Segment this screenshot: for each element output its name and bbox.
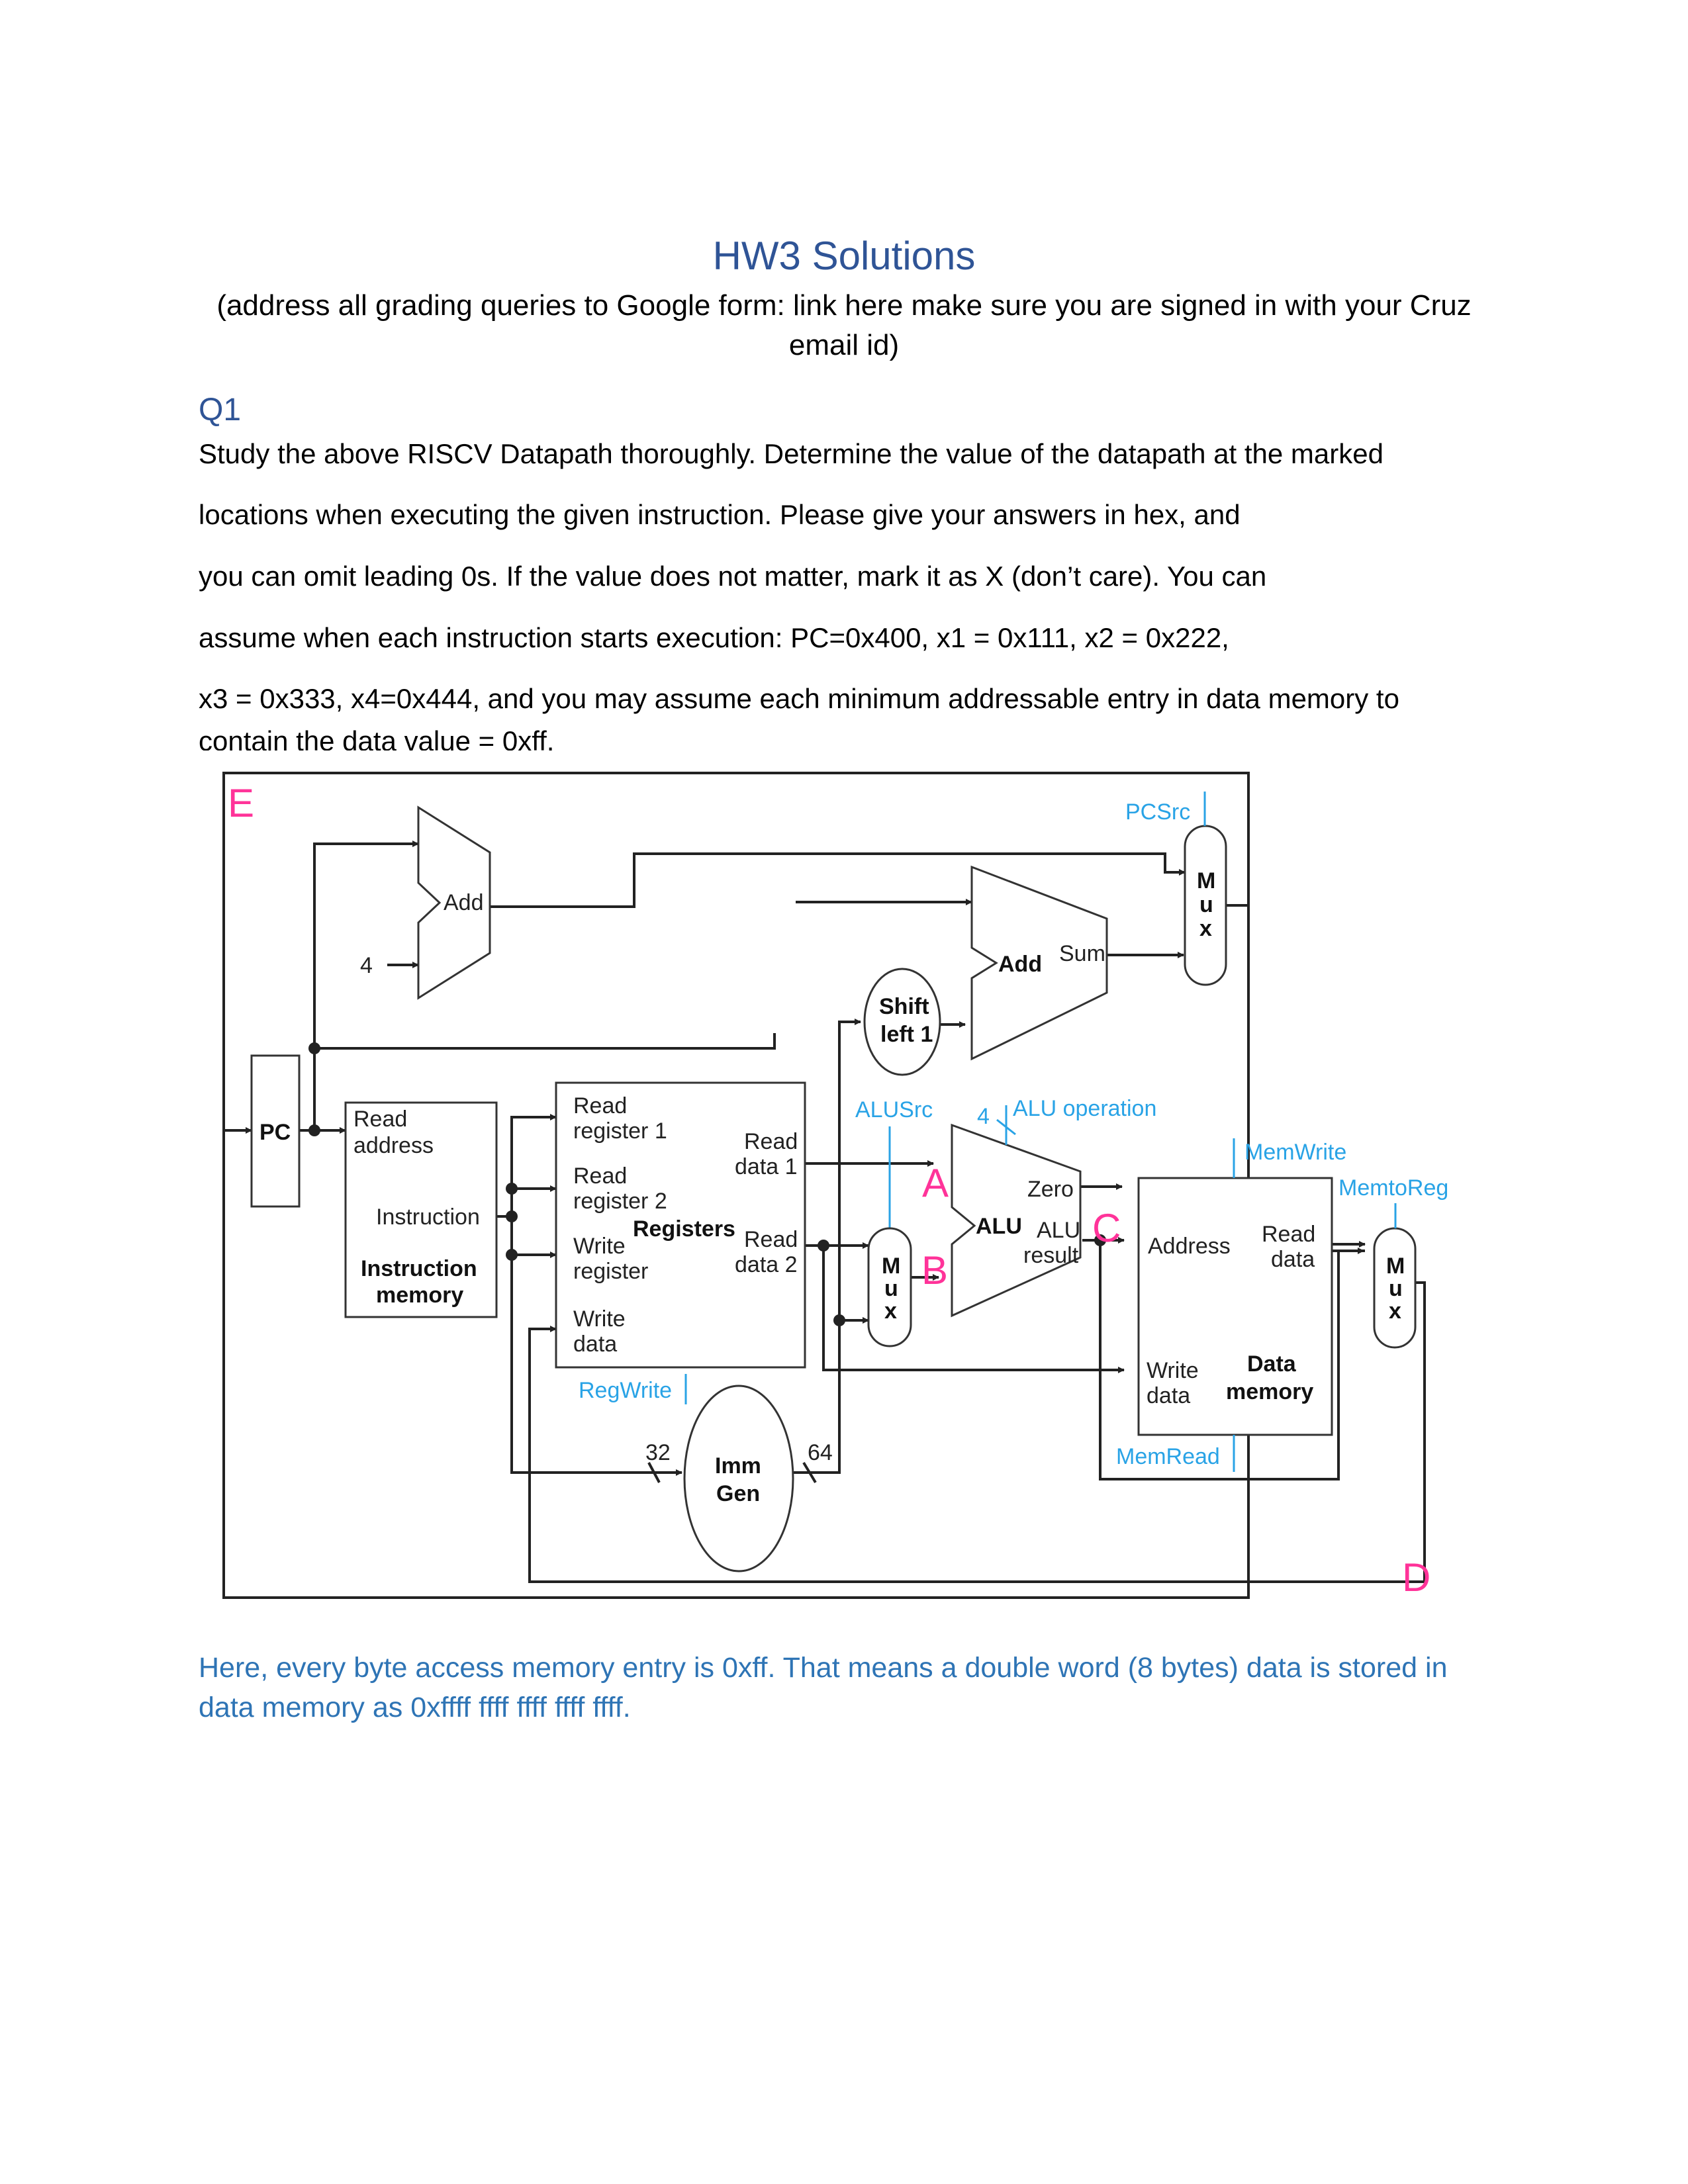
memwrite-signal: MemWrite	[1244, 1140, 1346, 1165]
svg-text:M: M	[1197, 868, 1215, 893]
question-line: you can omit leading 0s. If the value do…	[199, 561, 1267, 592]
svg-text:Read: Read	[573, 1163, 627, 1189]
memtoreg-signal: MemtoReg	[1338, 1175, 1448, 1201]
svg-text:Add: Add	[444, 890, 484, 915]
svg-text:Registers: Registers	[633, 1216, 735, 1242]
alu-operation-signal: ALU operation	[1013, 1096, 1156, 1121]
svg-text:Address: Address	[1148, 1234, 1231, 1259]
pcsrc-signal: PCSrc	[1125, 799, 1190, 825]
svg-text:data: data	[1147, 1383, 1190, 1408]
svg-text:Data: Data	[1247, 1351, 1297, 1377]
svg-text:result: result	[1023, 1243, 1079, 1268]
svg-text:64: 64	[808, 1440, 833, 1465]
svg-text:Read: Read	[744, 1129, 798, 1154]
svg-text:data: data	[573, 1332, 617, 1357]
svg-text:4: 4	[360, 953, 373, 978]
page-title: HW3 Solutions	[712, 234, 976, 278]
svg-text:Write: Write	[573, 1234, 626, 1259]
memread-signal: MemRead	[1116, 1444, 1220, 1469]
alu	[951, 1123, 1082, 1318]
pc-label: PC	[259, 1120, 291, 1145]
question-line: x3 = 0x333, x4=0x444, and you may assume…	[199, 683, 1399, 714]
svg-text:left 1: left 1	[880, 1022, 933, 1047]
svg-text:register: register	[573, 1259, 648, 1284]
imm-gen	[683, 1385, 794, 1572]
regwrite-signal: RegWrite	[579, 1378, 672, 1403]
svg-text:Read: Read	[353, 1107, 407, 1132]
marker-b: B	[921, 1248, 948, 1293]
data-memory	[1137, 1177, 1333, 1436]
svg-text:data 2: data 2	[735, 1252, 798, 1277]
svg-text:M: M	[882, 1253, 900, 1279]
svg-text:register 2: register 2	[573, 1189, 667, 1214]
alusrc-signal: ALUSrc	[855, 1097, 933, 1122]
svg-text:Sum: Sum	[1059, 941, 1105, 966]
svg-text:Add: Add	[998, 952, 1042, 977]
alusrc-mux	[867, 1227, 912, 1347]
svg-text:register 1: register 1	[573, 1118, 667, 1144]
branch-adder	[970, 865, 1108, 1061]
svg-text:memory: memory	[1226, 1379, 1313, 1404]
svg-text:ALU: ALU	[976, 1214, 1022, 1239]
question-line: locations when executing the given instr…	[199, 499, 1241, 530]
svg-text:x: x	[1199, 916, 1212, 941]
svg-text:Write: Write	[1147, 1358, 1199, 1383]
pc-adder	[417, 805, 491, 1000]
svg-text:Shift: Shift	[879, 994, 929, 1019]
svg-text:Gen: Gen	[716, 1481, 760, 1506]
instruction-memory	[344, 1101, 498, 1318]
svg-text:M: M	[1386, 1253, 1405, 1279]
svg-text:Write: Write	[573, 1306, 626, 1332]
pc-register	[250, 1054, 301, 1208]
svg-text:x: x	[884, 1298, 897, 1324]
svg-text:Zero: Zero	[1027, 1177, 1074, 1202]
svg-text:data 1: data 1	[735, 1154, 798, 1179]
svg-text:4: 4	[977, 1104, 990, 1129]
svg-text:memory: memory	[376, 1283, 463, 1308]
svg-text:Read: Read	[573, 1093, 627, 1118]
question-line-clipped: contain the data value = 0xff.	[199, 725, 555, 751]
question-line: assume when each instruction starts exec…	[199, 622, 1229, 653]
svg-text:u: u	[1389, 1276, 1403, 1301]
register-file	[555, 1081, 806, 1369]
svg-text:address: address	[353, 1133, 434, 1158]
question-line: Study the above RISCV Datapath thoroughl…	[199, 438, 1383, 469]
grading-note: (address all grading queries to Google f…	[216, 289, 1472, 361]
marker-a: A	[922, 1161, 949, 1205]
svg-text:Instruction: Instruction	[376, 1205, 480, 1230]
solution-note: Here, every byte access memory entry is …	[199, 1652, 1448, 1723]
svg-text:data: data	[1271, 1247, 1315, 1272]
marker-e: E	[228, 781, 254, 825]
marker-c: C	[1092, 1206, 1121, 1250]
shift-left	[863, 968, 941, 1076]
svg-text:Imm: Imm	[715, 1453, 761, 1479]
marker-d: D	[1402, 1555, 1430, 1600]
svg-text:32: 32	[645, 1440, 671, 1465]
question-heading: Q1	[199, 392, 242, 428]
svg-text:u: u	[1199, 892, 1213, 917]
svg-text:Read: Read	[1262, 1222, 1315, 1247]
svg-text:Instruction: Instruction	[361, 1256, 477, 1281]
svg-text:ALU: ALU	[1037, 1218, 1080, 1243]
svg-text:u: u	[884, 1276, 898, 1301]
svg-text:x: x	[1389, 1298, 1401, 1324]
svg-text:Read: Read	[744, 1227, 798, 1252]
